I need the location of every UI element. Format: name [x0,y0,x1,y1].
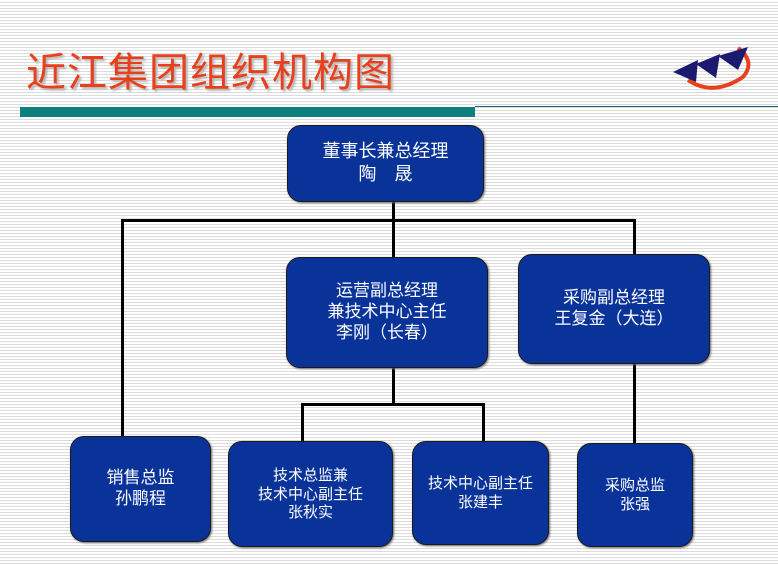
node-role: 兼技术中心主任 [327,301,447,322]
slide-title: 近江集团组织机构图 [26,50,395,96]
node-tech-deputy: 技术中心副主任 张建丰 [412,441,549,545]
node-purchase-director: 采购总监 张强 [577,443,693,547]
node-sales-director: 销售总监 孙鹏程 [70,436,211,542]
node-role: 运营副总经理 [336,280,438,301]
connector [633,362,636,444]
node-role: 采购总监 [604,476,665,495]
node-role: 技术中心副主任 [257,484,363,503]
connector [482,403,485,442]
node-ops-vp: 运营副总经理 兼技术中心主任 李刚（长春） [286,257,488,368]
connector [392,366,395,406]
connector [392,200,395,222]
connector [301,403,304,442]
node-role: 销售总监 [106,467,175,488]
node-person: 李刚（长春） [336,323,438,344]
node-role: 技术中心副主任 [427,474,533,493]
node-role: 技术总监兼 [272,465,348,484]
company-logo-icon [673,46,751,90]
connector [301,403,485,406]
node-person: 张秋实 [287,503,333,522]
node-tech-director: 技术总监兼 技术中心副主任 张秋实 [228,441,393,547]
connector [633,219,636,255]
node-person: 陶 晟 [358,163,413,185]
node-person: 张强 [619,495,650,513]
node-role: 采购副总经理 [563,287,665,308]
node-ceo: 董事长兼总经理 陶 晟 [287,125,484,202]
title-underline-rule [475,106,778,107]
title-underline-bar [20,107,475,117]
node-role: 董事长兼总经理 [322,141,449,162]
connector [121,219,124,437]
connector [392,219,395,258]
node-person: 王复金（大连） [554,309,674,329]
connector [121,219,636,222]
node-purchase-vp: 采购副总经理 王复金（大连） [518,254,710,364]
node-person: 孙鹏程 [115,489,166,509]
node-person: 张建丰 [457,493,503,511]
